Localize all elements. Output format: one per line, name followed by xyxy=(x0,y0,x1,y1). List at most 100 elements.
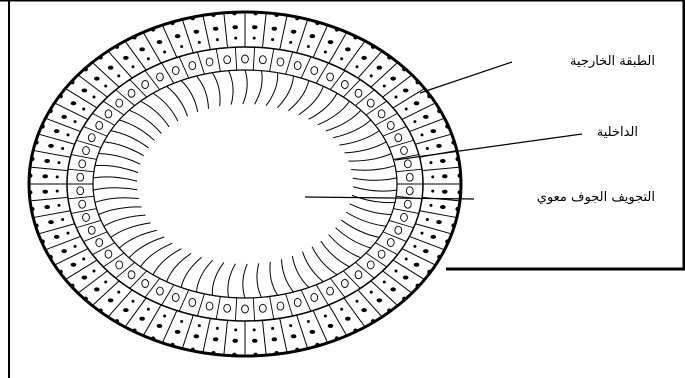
outer-cell-granule xyxy=(117,291,120,294)
cavity-projection xyxy=(229,71,234,105)
outer-cell-nucleus xyxy=(414,101,420,105)
cavity-projection xyxy=(339,131,379,146)
outer-cell-granule xyxy=(234,328,237,331)
outer-cell-dot xyxy=(445,239,449,243)
outer-cell-granule xyxy=(370,74,373,77)
cavity-projection xyxy=(255,71,263,105)
outer-cell-dot xyxy=(315,21,319,25)
outer-cell-wall xyxy=(344,298,365,327)
outer-cell-granule xyxy=(147,57,150,60)
outer-cell-dot xyxy=(170,343,174,347)
outer-cell-nucleus xyxy=(213,337,219,341)
outer-cell-wall xyxy=(33,150,70,157)
inner-cell-nucleus xyxy=(387,121,394,129)
outer-cell-dot xyxy=(253,353,257,357)
outer-cell-wall xyxy=(280,318,287,352)
inner-cell-nucleus xyxy=(378,250,385,258)
outer-cell-dot xyxy=(34,223,38,227)
outer-cell-granule xyxy=(271,327,274,330)
inner-cell-wall xyxy=(235,47,236,70)
outer-cell-wall xyxy=(402,103,436,119)
outer-cell-dot xyxy=(98,55,102,59)
outer-cell-dot xyxy=(415,284,419,288)
outer-cell-granule xyxy=(104,281,107,284)
inner-cell-nucleus xyxy=(259,304,266,312)
outer-cell-dot xyxy=(48,109,52,113)
inner-cell-nucleus xyxy=(355,271,362,279)
outer-cell-nucleus xyxy=(213,27,219,31)
inner-cell-wall xyxy=(197,294,204,316)
outer-cell-wall xyxy=(108,51,132,78)
outer-cell-dot xyxy=(211,13,215,17)
inner-cell-wall xyxy=(316,63,328,83)
inner-cell-wall xyxy=(393,209,418,214)
outer-cell-nucleus xyxy=(310,330,316,334)
outer-cell-dot xyxy=(274,13,278,17)
inner-cell-wall xyxy=(253,298,254,321)
outer-cell-granule xyxy=(92,269,95,272)
outer-cell-dot xyxy=(253,11,257,15)
outer-cell-nucleus xyxy=(361,56,367,60)
outer-cell-granule xyxy=(395,269,398,272)
outer-cell-granule xyxy=(340,57,343,60)
inner-cell-nucleus xyxy=(277,58,284,66)
inner-cell-wall xyxy=(216,49,220,72)
inner-cell-wall xyxy=(103,101,124,115)
inner-cell-wall xyxy=(71,209,96,214)
outer-cell-granule xyxy=(198,41,201,44)
outer-cell-wall xyxy=(420,211,457,218)
inner-cell-wall xyxy=(301,290,311,311)
outer-cell-granule xyxy=(58,204,61,207)
outer-cell-wall xyxy=(224,13,228,48)
inner-cell-nucleus xyxy=(401,147,408,155)
outer-cell-nucleus xyxy=(232,339,238,343)
outer-cell-wall xyxy=(280,15,287,49)
outer-cell-nucleus xyxy=(310,34,316,38)
outer-cell-dot xyxy=(40,124,44,128)
outer-cell-dot xyxy=(427,270,431,274)
inner-cell-nucleus xyxy=(79,160,86,168)
outer-cell-granule xyxy=(429,204,432,207)
outer-cell-dot xyxy=(437,109,441,113)
outer-cell-dot xyxy=(335,336,339,340)
cavity-projection xyxy=(129,237,164,258)
outer-cell-granule xyxy=(58,161,61,164)
cavity-projection xyxy=(318,101,350,125)
outer-cell-nucleus xyxy=(436,144,442,148)
inner-cell-wall xyxy=(116,90,135,106)
outer-cell-wall xyxy=(422,167,460,170)
outer-cell-wall xyxy=(143,305,161,336)
inner-cell-nucleus xyxy=(116,99,123,107)
outer-layer-leader xyxy=(420,62,512,93)
outer-cell-wall xyxy=(358,290,382,317)
inner-cell-nucleus xyxy=(224,304,231,312)
outer-cell-nucleus xyxy=(71,263,77,267)
outer-cell-granule xyxy=(421,232,424,235)
outer-cell-granule xyxy=(163,51,166,54)
outer-cell-nucleus xyxy=(139,47,145,51)
inner-cell-nucleus xyxy=(88,134,95,142)
inner-cell-wall xyxy=(216,296,220,319)
outer-cell-dot xyxy=(58,270,62,274)
outer-cell-granule xyxy=(429,161,432,164)
inner-cell-wall xyxy=(355,90,374,106)
outer-cell-dot xyxy=(402,297,406,301)
cavity-projection xyxy=(282,259,294,292)
inner-cell-wall xyxy=(116,262,135,278)
outer-cell-nucleus xyxy=(139,317,145,321)
cavity-projection xyxy=(153,93,178,121)
outer-cell-wall xyxy=(92,62,119,87)
outer-cell-dot xyxy=(295,348,299,352)
outer-cell-nucleus xyxy=(377,66,383,70)
outer-cell-dot xyxy=(455,207,459,211)
outer-cell-granule xyxy=(431,190,434,193)
inner-cell-wall xyxy=(389,220,414,227)
cavity-projection xyxy=(99,154,141,165)
inner-cell-wall xyxy=(68,196,94,198)
outer-cell-wall xyxy=(78,75,107,97)
outer-cell-nucleus xyxy=(94,287,100,291)
cavity-projection xyxy=(257,263,262,297)
outer-cell-granule xyxy=(117,74,120,77)
inner-cell-wall xyxy=(396,169,422,171)
